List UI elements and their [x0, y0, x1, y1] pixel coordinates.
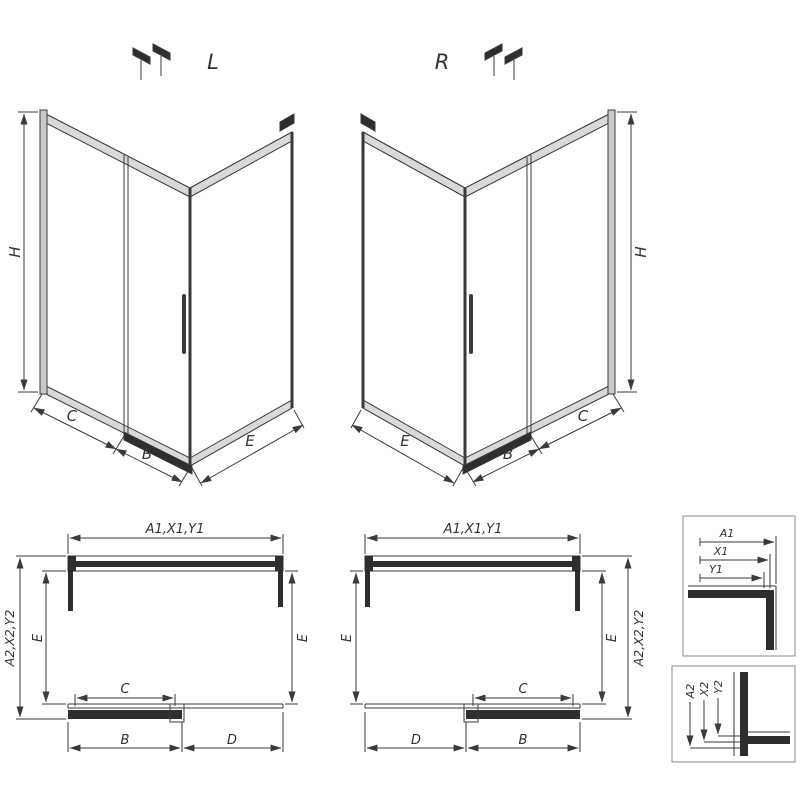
iso-view-right: R H C B E — [351, 44, 650, 486]
dim-label-depth-far: E — [340, 633, 355, 642]
plan-drawing-l — [16, 534, 298, 752]
dim-label-a2: A2 — [684, 684, 697, 700]
detail-box — [682, 515, 796, 657]
dim-label-a1: A1 — [719, 527, 735, 540]
dim-label-b: B — [503, 445, 513, 463]
dim-label-b: B — [142, 445, 152, 463]
dim-label-e: E — [245, 432, 255, 450]
dim-label-width: A1,X1,Y1 — [145, 522, 205, 537]
dim-label-x1: X1 — [713, 545, 729, 558]
dim-label-b: B — [121, 733, 130, 748]
detail-box — [671, 665, 796, 763]
dim-label-e: E — [400, 432, 410, 450]
dim-label-c: C — [518, 682, 528, 697]
dim-label-b: B — [519, 733, 528, 748]
dim-label-depth-outer: A2,X2,Y2 — [2, 610, 17, 668]
glass-horizontal — [748, 736, 790, 744]
dim-label-width: A1,X1,Y1 — [443, 522, 503, 537]
dim-label-y1: Y1 — [709, 563, 723, 576]
detail-view-top: A1 X1 Y1 — [682, 515, 796, 657]
dim-label-d: D — [411, 733, 421, 748]
glass-vertical — [740, 672, 748, 756]
dim-label-d: D — [227, 733, 237, 748]
dim-label-c: C — [120, 682, 130, 697]
dim-label-y2: Y2 — [712, 680, 725, 694]
iso-drawing-l — [18, 44, 304, 486]
iso-drawing-r — [351, 44, 637, 486]
glass-vertical — [766, 590, 774, 650]
plan-view-right: A1,X1,Y1 E E A2,X2,Y2 C B D — [340, 522, 646, 752]
plan-drawing-r — [350, 534, 632, 752]
plan-view-left: A1,X1,Y1 A2,X2,Y2 E E C B D — [2, 522, 311, 752]
dim-label-c: C — [578, 407, 589, 425]
detail-view-bottom: A2 X2 Y2 — [671, 665, 796, 763]
variant-label-r: R — [435, 50, 450, 74]
dim-label-h: H — [6, 246, 24, 257]
dim-label-depth-outer: A2,X2,Y2 — [631, 610, 646, 668]
dim-label-depth-inner: E — [31, 633, 46, 642]
glass-horizontal — [688, 590, 766, 598]
dim-label-depth-far: E — [296, 633, 311, 642]
dim-label-x2: X2 — [698, 682, 711, 698]
iso-view-left: L H C B E — [6, 44, 304, 486]
variant-label-l: L — [207, 50, 219, 74]
dim-label-h: H — [632, 246, 650, 257]
dim-label-c: C — [67, 407, 78, 425]
dim-label-depth-inner: E — [605, 633, 620, 642]
